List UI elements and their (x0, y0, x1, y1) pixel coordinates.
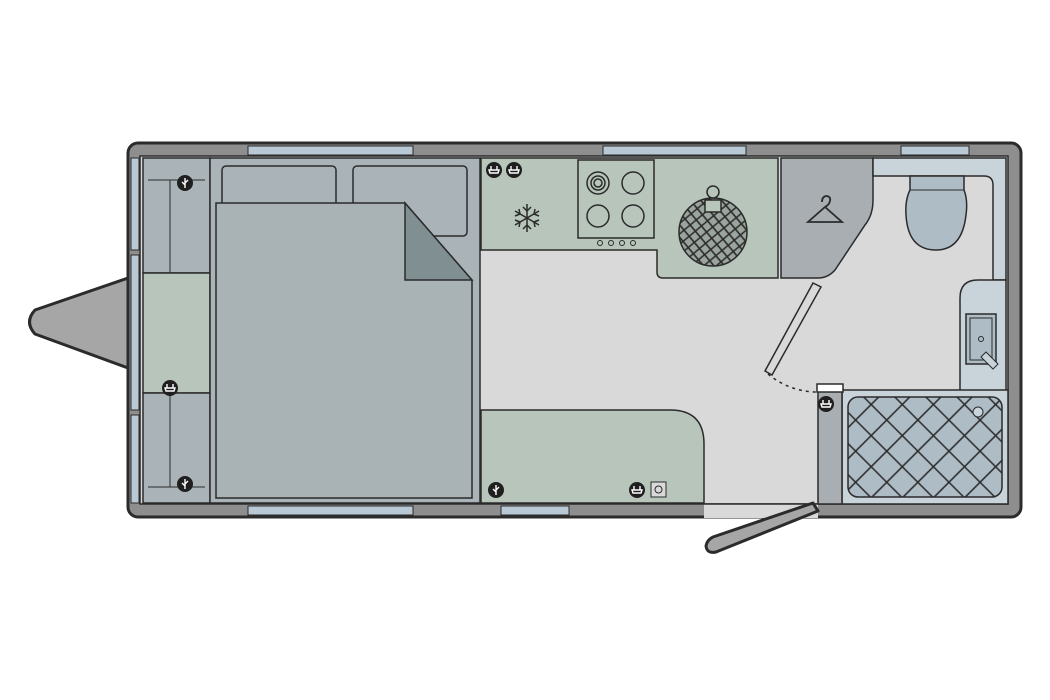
hob-knob (630, 240, 636, 246)
drawbar (28, 276, 130, 370)
power-socket-icon (162, 380, 178, 396)
washroom-door (763, 282, 823, 377)
windows-front (130, 157, 140, 504)
seat-cushion (142, 392, 211, 504)
washroom (872, 157, 1007, 393)
windows-bottom (247, 505, 570, 516)
hanger-icon (805, 195, 845, 223)
window (247, 505, 414, 516)
tv-point-icon (650, 481, 667, 498)
burner (621, 204, 645, 228)
window (130, 157, 140, 251)
front-seating (142, 157, 211, 504)
sockets (162, 162, 834, 498)
power-socket-icon (506, 162, 522, 178)
usb-icon (488, 482, 504, 498)
window (900, 145, 970, 156)
shower-drain (972, 406, 984, 418)
wardrobe (780, 157, 874, 279)
door-swing (767, 373, 819, 393)
side-seat (480, 409, 705, 504)
usb-icon (177, 175, 193, 191)
hob-knob (619, 240, 625, 246)
burner (586, 171, 610, 195)
toilet-icon (905, 175, 968, 251)
duvet-fold (404, 200, 474, 281)
hob-knob (597, 240, 603, 246)
power-socket-icon (629, 482, 645, 498)
burner (593, 178, 603, 188)
seat-cushion (142, 157, 211, 274)
kitchen-counter (480, 157, 779, 279)
entrance-door[interactable] (704, 501, 820, 554)
window (500, 505, 570, 516)
hob-knobs (597, 240, 636, 246)
power-socket-icon (486, 162, 502, 178)
wall-end (816, 383, 844, 393)
sink-icon (678, 185, 748, 267)
burner (621, 171, 645, 195)
window (130, 414, 140, 504)
burner (590, 175, 606, 191)
usb-icon (177, 476, 193, 492)
tap-icon (980, 351, 999, 370)
hob-icon (577, 159, 655, 239)
window (602, 145, 747, 156)
shower-tray-icon (847, 396, 1003, 498)
bed-area (209, 157, 481, 504)
window (247, 145, 414, 156)
seat-table-area (142, 272, 211, 394)
snowflake-icon (514, 204, 540, 232)
hob-knob (608, 240, 614, 246)
basin-icon (965, 313, 997, 365)
burner (586, 204, 610, 228)
power-socket-icon (818, 396, 834, 412)
windows-top (247, 145, 970, 156)
window (130, 254, 140, 411)
